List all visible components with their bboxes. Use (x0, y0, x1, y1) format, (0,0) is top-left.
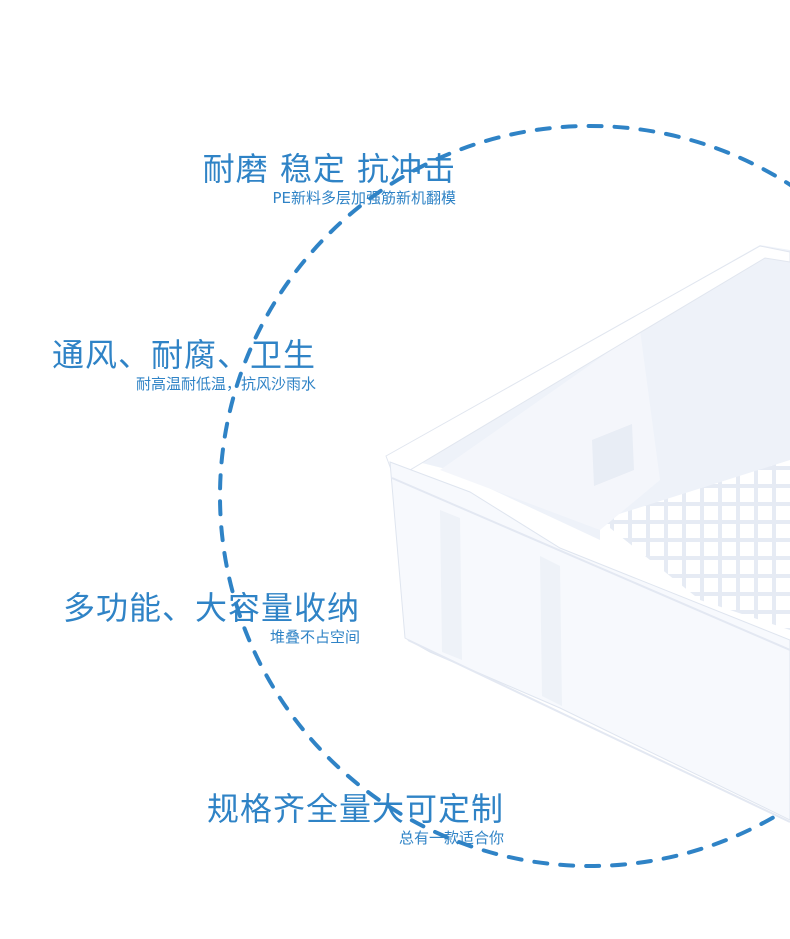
feature-customizable: 规格齐全量大可定制 总有一款适合你 (207, 790, 504, 848)
feature-title: 多功能、大容量收纳 (62, 589, 360, 627)
feature-capacity: 多功能、大容量收纳 堆叠不占空间 (63, 589, 360, 647)
feature-wear-resistant: 耐磨 稳定 抗冲击 PE新料多层加强筋新机翻模 (203, 150, 456, 208)
feature-subtitle: 总有一款适合你 (398, 829, 504, 847)
feature-title: 耐磨 稳定 抗冲击 (202, 150, 456, 188)
feature-subtitle: 堆叠不占空间 (269, 628, 360, 646)
feature-title: 规格齐全量大可定制 (206, 790, 504, 828)
feature-subtitle: 耐高温耐低温，抗风沙雨水 (135, 375, 316, 393)
feature-title: 通风、耐腐、卫生 (51, 336, 316, 374)
feature-subtitle: PE新料多层加强筋新机翻模 (272, 189, 456, 207)
feature-ventilation: 通风、耐腐、卫生 耐高温耐低温，抗风沙雨水 (52, 336, 316, 394)
